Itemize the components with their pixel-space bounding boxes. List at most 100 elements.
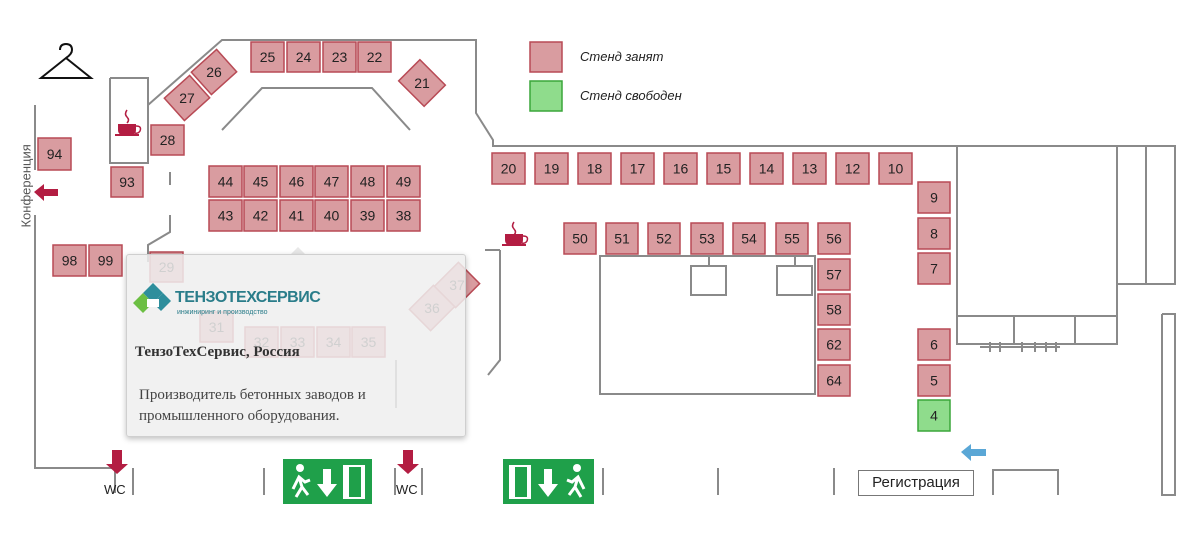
coffee-icon	[502, 221, 529, 246]
booth-54[interactable]: 54	[732, 222, 766, 255]
booth-18[interactable]: 18	[577, 152, 612, 185]
wc-label: WC	[104, 482, 126, 497]
booth-box	[563, 222, 597, 255]
booth-26[interactable]: 26	[190, 48, 238, 96]
booth-number: 94	[47, 146, 63, 162]
booth-64[interactable]: 64	[817, 364, 851, 397]
booth-5[interactable]: 5	[917, 364, 951, 397]
booth-55[interactable]: 55	[775, 222, 809, 255]
booth-box	[386, 165, 421, 198]
booth-box	[534, 152, 569, 185]
booth-13[interactable]: 13	[792, 152, 827, 185]
booth-number: 46	[289, 174, 305, 190]
booth-6[interactable]: 6	[917, 328, 951, 361]
booth-20[interactable]: 20	[491, 152, 526, 185]
booth-number: 58	[826, 302, 842, 318]
booth-51[interactable]: 51	[605, 222, 639, 255]
booth-24[interactable]: 24	[286, 41, 321, 73]
booth-17[interactable]: 17	[620, 152, 655, 185]
booth-43[interactable]: 43	[208, 199, 243, 232]
logo-tagline: инжиниринг и производство	[177, 309, 268, 316]
booth-number: 47	[324, 174, 340, 190]
legend-free-swatch	[529, 80, 563, 112]
booth-box	[917, 328, 951, 361]
booth-number: 54	[741, 231, 757, 247]
booth-93[interactable]: 93	[110, 166, 144, 198]
booth-box	[150, 124, 185, 156]
wc-label: WC	[396, 482, 418, 497]
booth-48[interactable]: 48	[350, 165, 385, 198]
booth-21[interactable]: 21	[397, 58, 447, 108]
booth-53[interactable]: 53	[690, 222, 724, 255]
booth-9[interactable]: 9	[917, 181, 951, 214]
booth-42[interactable]: 42	[243, 199, 278, 232]
booth-98[interactable]: 98	[52, 244, 87, 277]
booth-41[interactable]: 41	[279, 199, 314, 232]
booth-number: 7	[930, 261, 938, 277]
booth-number: 50	[572, 231, 588, 247]
booth-number: 10	[888, 161, 904, 177]
booth-19[interactable]: 19	[534, 152, 569, 185]
booth-12[interactable]: 12	[835, 152, 870, 185]
booth-49[interactable]: 49	[386, 165, 421, 198]
booth-box	[190, 48, 238, 96]
booth-99[interactable]: 99	[88, 244, 123, 277]
booth-box	[817, 258, 851, 291]
booth-box	[243, 199, 278, 232]
booth-8[interactable]: 8	[917, 217, 951, 250]
booth-number: 40	[324, 208, 340, 224]
legend-occupied-label: Стенд занят	[580, 49, 664, 64]
booth-50[interactable]: 50	[563, 222, 597, 255]
booth-box	[878, 152, 913, 185]
booth-box	[663, 152, 698, 185]
booth-number: 53	[699, 231, 715, 247]
booth-number: 52	[656, 231, 672, 247]
booth-16[interactable]: 16	[663, 152, 698, 185]
booth-number: 5	[930, 373, 938, 389]
arrow-left-icon	[34, 184, 58, 201]
booth-box	[917, 217, 951, 250]
booth-number: 9	[930, 190, 938, 206]
booth-number: 43	[218, 208, 234, 224]
booth-38[interactable]: 38	[386, 199, 421, 232]
booth-number: 45	[253, 174, 269, 190]
booth-number: 17	[630, 161, 646, 177]
booth-52[interactable]: 52	[647, 222, 681, 255]
booth-40[interactable]: 40	[314, 199, 349, 232]
booth-45[interactable]: 45	[243, 165, 278, 198]
booth-46[interactable]: 46	[279, 165, 314, 198]
booth-4[interactable]: 4	[917, 399, 951, 432]
booth-number: 4	[930, 408, 938, 424]
booth-number: 39	[360, 208, 376, 224]
booth-7[interactable]: 7	[917, 252, 951, 285]
booth-58[interactable]: 58	[817, 293, 851, 326]
booth-94[interactable]: 94	[37, 137, 72, 171]
booth-62[interactable]: 62	[817, 328, 851, 361]
booth-14[interactable]: 14	[749, 152, 784, 185]
booth-box	[706, 152, 741, 185]
booth-57[interactable]: 57	[817, 258, 851, 291]
booth-number: 56	[826, 231, 842, 247]
booth-box	[52, 244, 87, 277]
booth-56[interactable]: 56	[817, 222, 851, 255]
arrow-left-icon	[961, 444, 986, 461]
booth-39[interactable]: 39	[350, 199, 385, 232]
coffee-icon	[115, 109, 142, 136]
exit-sign-icon	[283, 459, 372, 504]
booth-23[interactable]: 23	[322, 41, 357, 73]
booth-27[interactable]: 27	[163, 74, 211, 122]
booth-15[interactable]: 15	[706, 152, 741, 185]
booth-box	[110, 166, 144, 198]
booth-box	[279, 199, 314, 232]
company-logo: ТЕНЗОТЕХСЕРВИС инжиниринг и производство	[133, 281, 321, 321]
booth-10[interactable]: 10	[878, 152, 913, 185]
booth-22[interactable]: 22	[357, 41, 392, 73]
booth-number: 55	[784, 231, 800, 247]
booth-25[interactable]: 25	[250, 41, 285, 73]
booth-44[interactable]: 44	[208, 165, 243, 198]
booth-28[interactable]: 28	[150, 124, 185, 156]
booth-47[interactable]: 47	[314, 165, 349, 198]
booth-box	[243, 165, 278, 198]
booth-number: 23	[332, 49, 348, 65]
booth-box	[37, 137, 72, 171]
